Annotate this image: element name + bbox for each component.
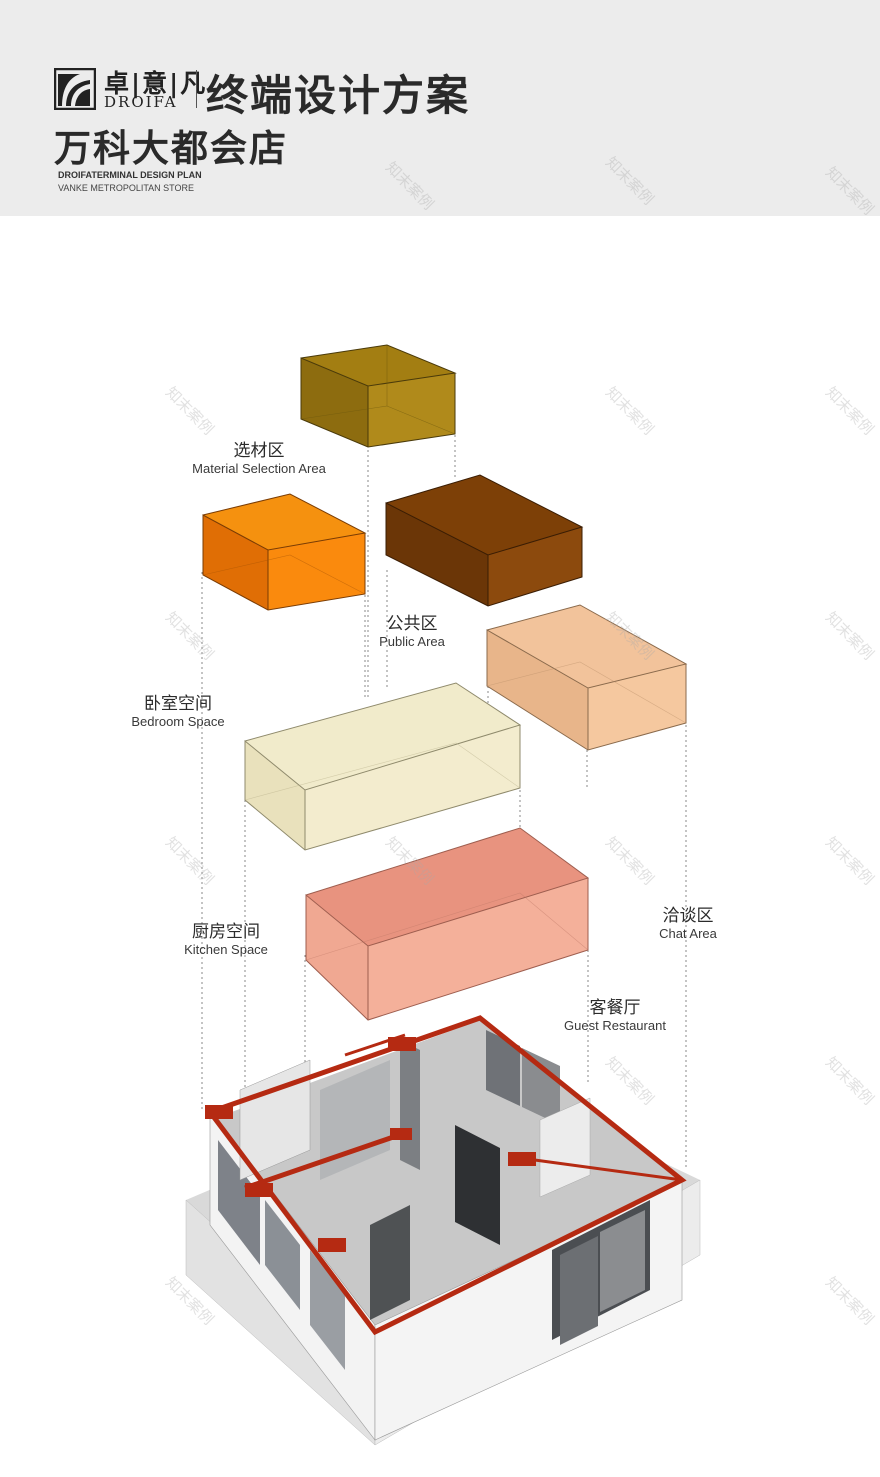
label-cn: 洽谈区 (662, 906, 714, 925)
label-guest-restaurant: 客餐厅 Guest Restaurant (556, 998, 674, 1034)
kitchen-space-box (244, 682, 522, 851)
page-title: 终端设计方案 (206, 72, 471, 119)
exploded-axonometric-diagram (185, 344, 701, 1446)
label-en: Public Area (379, 634, 445, 650)
label-bedroom-space: 卧室空间 Bedroom Space (122, 694, 234, 730)
label-en: Guest Restaurant (564, 1018, 666, 1034)
label-en: Bedroom Space (131, 714, 225, 730)
english-subtitle-line: VANKE METROPOLITAN STORE (58, 183, 195, 193)
public-area-box (385, 474, 584, 607)
label-cn: 选材区 (233, 441, 285, 460)
droifa-logo-icon (54, 68, 96, 110)
label-cn: 卧室空间 (144, 694, 212, 713)
label-cn: 客餐厅 (589, 998, 641, 1017)
label-en: Chat Area (659, 926, 717, 942)
page-subtitle: 万科大都会店 (54, 128, 288, 169)
header-band: 卓|意|凡 DROIFA 终端设计方案 万科大都会店 DROIFATERMINA… (0, 0, 880, 216)
floor-plan-model (185, 1015, 701, 1446)
logo-divider (196, 70, 197, 108)
label-cn: 公共区 (386, 614, 438, 633)
guest-restaurant-box (305, 827, 590, 1021)
material-selection-box (300, 344, 457, 448)
english-title-line: DROIFATERMINAL DESIGN PLAN (58, 170, 202, 180)
label-en: Material Selection Area (192, 461, 326, 477)
label-en: Kitchen Space (184, 942, 268, 958)
label-cn: 厨房空间 (192, 922, 260, 941)
bedroom-space-box (202, 493, 367, 611)
label-kitchen-space: 厨房空间 Kitchen Space (176, 922, 276, 958)
label-chat-area: 洽谈区 Chat Area (652, 906, 724, 942)
label-public-area: 公共区 Public Area (372, 614, 452, 650)
logo-english-name: DROIFA (104, 93, 178, 111)
logo-chinese-name: 卓|意|凡 (104, 69, 208, 98)
chat-area-box (486, 604, 688, 751)
projection-lines (201, 435, 687, 1170)
label-material-selection-area: 选材区 Material Selection Area (186, 441, 332, 477)
